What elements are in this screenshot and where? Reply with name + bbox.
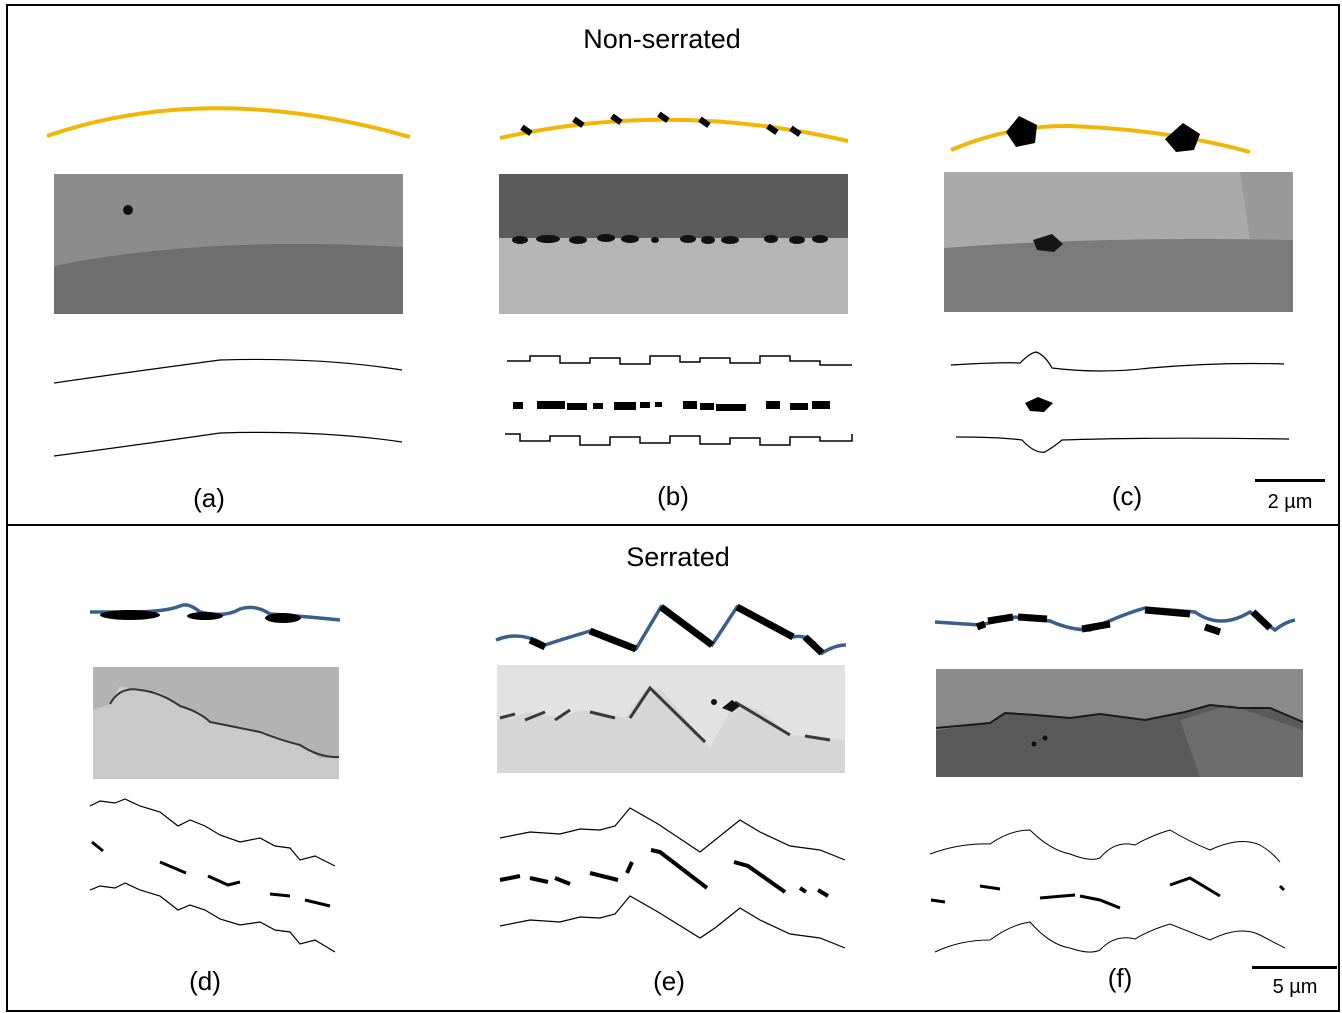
- boundary-trace-b-lower: [505, 433, 853, 446]
- boundary-trace-f-upper: [929, 829, 1281, 863]
- bottom-section-frame: [6, 524, 1340, 1012]
- schematic-boundary-f: [934, 606, 1296, 633]
- boundary-trace-a-upper: [53, 358, 403, 384]
- particle-trace-e: [499, 848, 830, 898]
- micrograph-b: [499, 174, 848, 314]
- particle-trace-b: [513, 401, 830, 411]
- micrograph-e: [497, 665, 845, 773]
- panel-label-b: (b): [657, 481, 689, 511]
- panel-label-a: (a): [193, 483, 225, 513]
- boundary-trace-c-upper: [950, 351, 1285, 372]
- micrograph-f: [935, 669, 1304, 777]
- schematic-boundary-c: [950, 123, 1251, 154]
- boundary-trace-a-lower: [53, 431, 403, 457]
- panel-label-f: (f): [1107, 963, 1133, 993]
- boundary-trace-d-lower: [89, 882, 336, 953]
- boundary-trace-f-lower: [934, 921, 1286, 953]
- scale-label-top: 2 µm: [1267, 491, 1313, 513]
- boundary-trace-d-upper: [89, 798, 336, 867]
- boundary-trace-b-upper: [507, 355, 852, 366]
- schematic-particles-f: [975, 606, 1273, 636]
- scale-bar-bottom: [1252, 966, 1337, 969]
- particle-trace-f: [930, 876, 1286, 910]
- boundary-trace-e-upper: [499, 807, 846, 861]
- micrograph-a: [54, 174, 403, 314]
- micrograph-c: [944, 172, 1293, 312]
- schematic-boundary-a: [46, 106, 411, 139]
- schematic-boundary-b: [499, 117, 849, 143]
- panel-label-e: (e): [653, 966, 685, 996]
- boundary-trace-e-lower: [499, 895, 846, 949]
- scale-bar-top: [1255, 479, 1325, 482]
- schematic-particle-c2: [1165, 123, 1200, 152]
- panel-label-c: (c): [1111, 481, 1143, 511]
- serrated-title: Serrated: [626, 542, 730, 572]
- schematic-particles-b: [520, 111, 802, 137]
- micrograph-d: [93, 667, 340, 779]
- boundary-trace-c-lower: [955, 436, 1290, 453]
- non-serrated-title: Non-serrated: [583, 24, 741, 54]
- scale-label-bottom: 5 µm: [1272, 976, 1318, 998]
- schematic-particle-c1: [1006, 116, 1037, 147]
- schematic-particles-d: [100, 610, 301, 623]
- particle-trace-c: [1025, 397, 1053, 412]
- schematic-particles-e: [528, 603, 825, 656]
- particle-trace-d: [91, 840, 331, 908]
- panel-label-d: (d): [189, 966, 221, 996]
